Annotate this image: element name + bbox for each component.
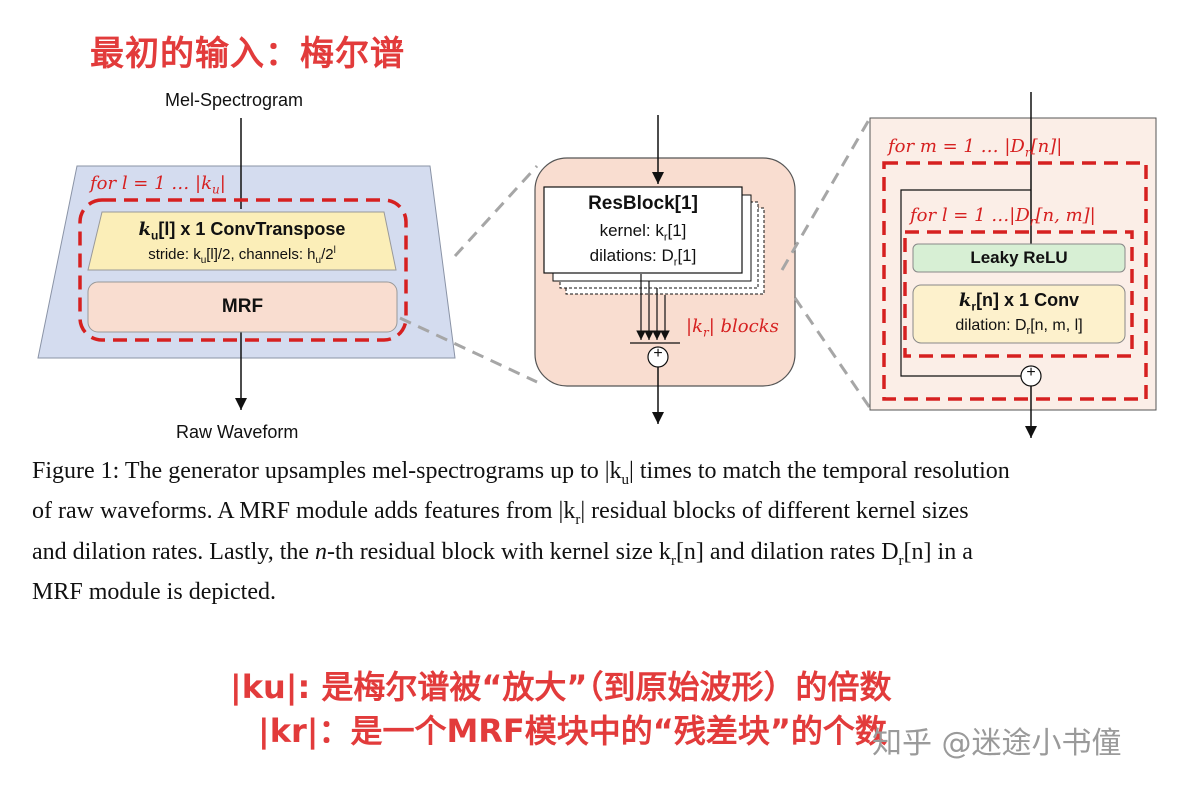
note-kr: |kr|：是一个MRF模块中的“残差块”的个数: [258, 712, 887, 750]
leaky-relu-box: [912, 243, 1126, 273]
right-plus-sign: +: [1026, 364, 1036, 381]
watermark: 知乎 @迷途小书僮: [872, 726, 1122, 761]
skip-connection: [900, 189, 1031, 377]
outer-dashed-loop: [882, 161, 1148, 401]
figure-caption: Figure 1: The generator upsamples mel-sp…: [32, 456, 1167, 608]
caption-line-3: and dilation rates. Lastly, the n-th res…: [32, 538, 973, 569]
inner-loop-label: for l = 1 …|Dr[n, m]|: [910, 205, 1096, 229]
leaky-relu-label: Leaky ReLU: [970, 248, 1068, 267]
outer-loop-label: for m = 1 … |Dr[n]|: [888, 136, 1063, 160]
annotation-top: 最初的输入：梅尔谱: [90, 34, 405, 74]
caption-line-2: of raw waveforms. A MRF module adds feat…: [32, 498, 969, 529]
resblock-card-1: [543, 186, 743, 274]
zoom-line-2: [399, 316, 538, 384]
resblock-title: ResBlock[1]: [588, 193, 698, 214]
mrf-label: MRF: [221, 296, 264, 317]
blocks-count-label: |kr| blocks: [686, 316, 779, 340]
convtranspose-box: [87, 211, 397, 271]
middle-plus-sign: +: [653, 345, 663, 362]
inner-dashed-loop: [903, 230, 1134, 358]
left-loop-label: for l = 1 … |ku|: [90, 173, 226, 197]
zoom-line-3: [780, 117, 872, 271]
left-dashed-loop: [78, 198, 408, 342]
mrf-box: [87, 281, 398, 333]
caption-line-1: Figure 1: The generator upsamples mel-sp…: [32, 458, 1010, 488]
diagram-canvas: [37, 92, 1157, 438]
zoom-line-4: [793, 297, 872, 409]
resblock-kernel: kernel: kr[1]: [599, 221, 687, 244]
convtranspose-title: ku[l] x 1 ConvTranspose: [138, 219, 346, 243]
note-ku: |ku|: 是梅尔谱被“放大”（到原始波形）的倍数: [230, 668, 892, 706]
conv-box: [912, 284, 1126, 344]
convtranspose-params: stride: ku[l]/2, channels: hu/2l: [148, 245, 336, 266]
zoom-line-1: [453, 164, 539, 258]
caption-line-4: MRF module is depicted.: [32, 578, 276, 605]
output-label: Raw Waveform: [176, 422, 299, 442]
conv-dilation: dilation: Dr[n, m, l]: [955, 317, 1083, 338]
resblock-dilations: dilations: Dr[1]: [589, 246, 697, 269]
input-label: Mel-Spectrogram: [165, 90, 304, 110]
conv-title: kr[n] x 1 Conv: [958, 290, 1080, 314]
